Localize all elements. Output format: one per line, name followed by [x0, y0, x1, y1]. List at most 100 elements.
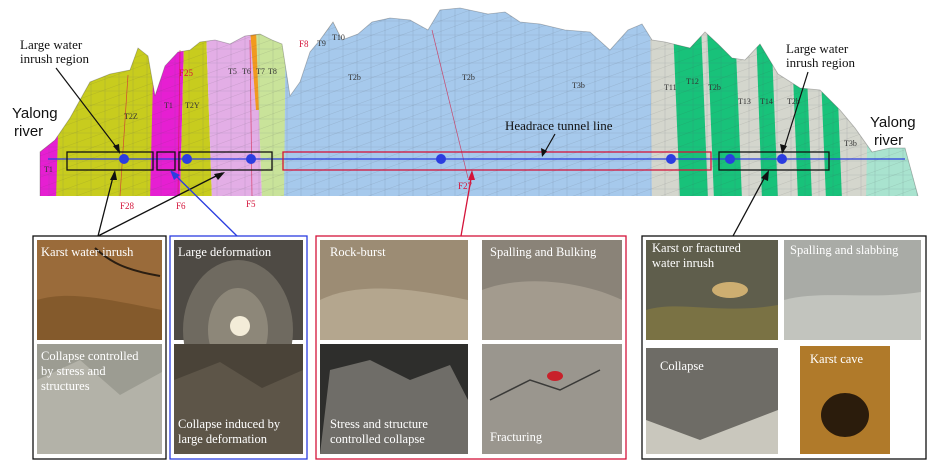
stratum-t7: T7	[256, 67, 265, 76]
connector-panel2	[171, 171, 238, 237]
region-box-right	[718, 151, 830, 171]
label-left-river-line1: Yalong	[12, 105, 58, 122]
connector-panel3-head	[468, 170, 475, 180]
panel3-photo4-crack	[489, 369, 601, 401]
panel1-caption2-line3: structures	[41, 379, 90, 393]
stratum-t2b-b: T2b	[462, 73, 475, 82]
label-left-river-line2: river	[14, 123, 43, 140]
tunnel-point-3	[246, 154, 256, 164]
panel4-photo2-rock	[784, 292, 921, 340]
panel1-caption2-line1: Collapse controlled	[41, 349, 139, 363]
panel-water-inrush-left: Karst water inrush Collapse controlled b…	[32, 235, 167, 460]
panel3-photo4	[482, 344, 622, 454]
label-right-river-line2: river	[874, 132, 903, 149]
panel3-photo2-rock	[482, 281, 622, 340]
stratum-t13: T13	[738, 97, 751, 106]
panel4-caption2: Spalling and slabbing	[790, 243, 899, 257]
panel1-caption1: Karst water inrush	[41, 245, 134, 259]
tunnel-point-5	[666, 154, 676, 164]
panel3-photo3-rock	[320, 360, 468, 454]
panel3-photo4-mark	[547, 371, 563, 381]
panel4-caption4: Karst cave	[810, 352, 864, 366]
fault-label-f25: F25	[179, 68, 194, 78]
stratum-t6: T6	[242, 67, 251, 76]
panel1-photo1-floor	[37, 295, 162, 340]
panel-stress-hazards: Rock-burst Spalling and Bulking Stress a…	[315, 235, 627, 460]
panel2-photo1-light	[230, 316, 250, 336]
label-right-region-line2: inrush region	[786, 55, 855, 70]
fault-f27-line	[431, 29, 469, 179]
fault-f28-line	[119, 74, 129, 197]
label-left-region-line1: Large water	[20, 37, 83, 52]
region-box-1	[66, 151, 154, 171]
stratum-t2y: T2Y	[185, 101, 200, 110]
label-tunnel-line: Headrace tunnel line	[505, 118, 613, 133]
panel4-photo1-water	[646, 305, 778, 340]
stratum-t5: T5	[228, 67, 237, 76]
tunnel-point-2	[182, 154, 192, 164]
stratum-t11: T11	[664, 83, 677, 92]
panel2-caption2-line1: Collapse induced by	[178, 417, 281, 431]
stratum-t3b-right: T3b	[844, 139, 857, 148]
arrow-left-region-head	[113, 144, 120, 154]
strata-labels: T1 T2Z T1 T2Y T5 T6 T7 T8 T9 T10 T2b T2b…	[44, 33, 857, 174]
region-box-2	[156, 151, 176, 171]
connector-panel1-b-head	[214, 172, 225, 180]
fault-label-f28: F28	[120, 201, 135, 211]
stratum-t9: T9	[317, 39, 326, 48]
connector-panel1-a-head	[110, 170, 117, 180]
connector-panel1-b	[97, 172, 223, 237]
fault-labels: F28 F6 F5 F27 F8 F25	[120, 39, 473, 211]
panel1-photo2-rock	[37, 360, 162, 454]
label-left-region-line2: inrush region	[20, 51, 89, 66]
panel1-caption2-line2: by stress and	[41, 364, 106, 378]
panel-deformation: Large deformation Collapse induced by la…	[169, 235, 308, 460]
stratum-t2z-left: T2Z	[124, 112, 138, 121]
fault-label-f5: F5	[246, 199, 256, 209]
panel4-caption1-line2: water inrush	[652, 256, 715, 270]
arrow-right-region	[782, 71, 809, 153]
tunnel-point-6	[725, 154, 735, 164]
stratum-t2b-a: T2b	[348, 73, 361, 82]
panel3-caption4: Fracturing	[490, 430, 543, 444]
panel-water-inrush-right: Karst or fractured water inrush Spalling…	[641, 235, 927, 460]
fault-f6-line	[177, 49, 181, 197]
panel3-caption1: Rock-burst	[330, 245, 386, 259]
stratum-t10: T10	[332, 33, 345, 42]
arrow-tunnel-line-head	[541, 148, 547, 157]
panel2-photo2-debris	[174, 362, 303, 454]
panel4-photo1-light	[712, 282, 748, 298]
panel3-photo1-rock	[320, 288, 468, 340]
panel3-caption3-line2: controlled collapse	[330, 432, 425, 446]
panel4-caption3: Collapse	[660, 359, 704, 373]
fault-label-f6: F6	[176, 201, 186, 211]
panel4-photo4-cave	[821, 393, 869, 437]
connector-panel3	[460, 172, 473, 237]
panel3-caption3-line1: Stress and structure	[330, 417, 428, 431]
fault-label-f8: F8	[299, 39, 309, 49]
region-box-3	[178, 151, 273, 171]
tunnel-points	[119, 154, 787, 164]
panel1-photo1-cables	[94, 247, 161, 277]
stratum-t14: T14	[760, 97, 773, 106]
label-right-region-line1: Large water	[786, 41, 849, 56]
panel4-photo3-floor	[646, 410, 778, 454]
panel3-caption2: Spalling and Bulking	[490, 245, 597, 259]
stratum-t2b-right: T2b	[787, 97, 800, 106]
connector-panel1-a	[97, 172, 115, 237]
connector-panel4	[732, 172, 768, 237]
stratum-t1: T1	[44, 165, 53, 174]
region-box-red	[282, 151, 712, 171]
connector-panel2-head	[170, 170, 180, 180]
tunnel-point-4	[436, 154, 446, 164]
arrow-right-region-head	[780, 144, 787, 154]
connector-panel4-head	[761, 170, 769, 181]
stratum-t8: T8	[268, 67, 277, 76]
panel4-caption1-line1: Karst or fractured	[652, 241, 742, 255]
panel2-caption2-line2: large deformation	[178, 432, 268, 446]
stratum-t12: T12	[686, 77, 699, 86]
panel2-caption1: Large deformation	[178, 245, 272, 259]
arrow-left-region	[55, 67, 121, 153]
ridge-outline	[39, 7, 919, 197]
